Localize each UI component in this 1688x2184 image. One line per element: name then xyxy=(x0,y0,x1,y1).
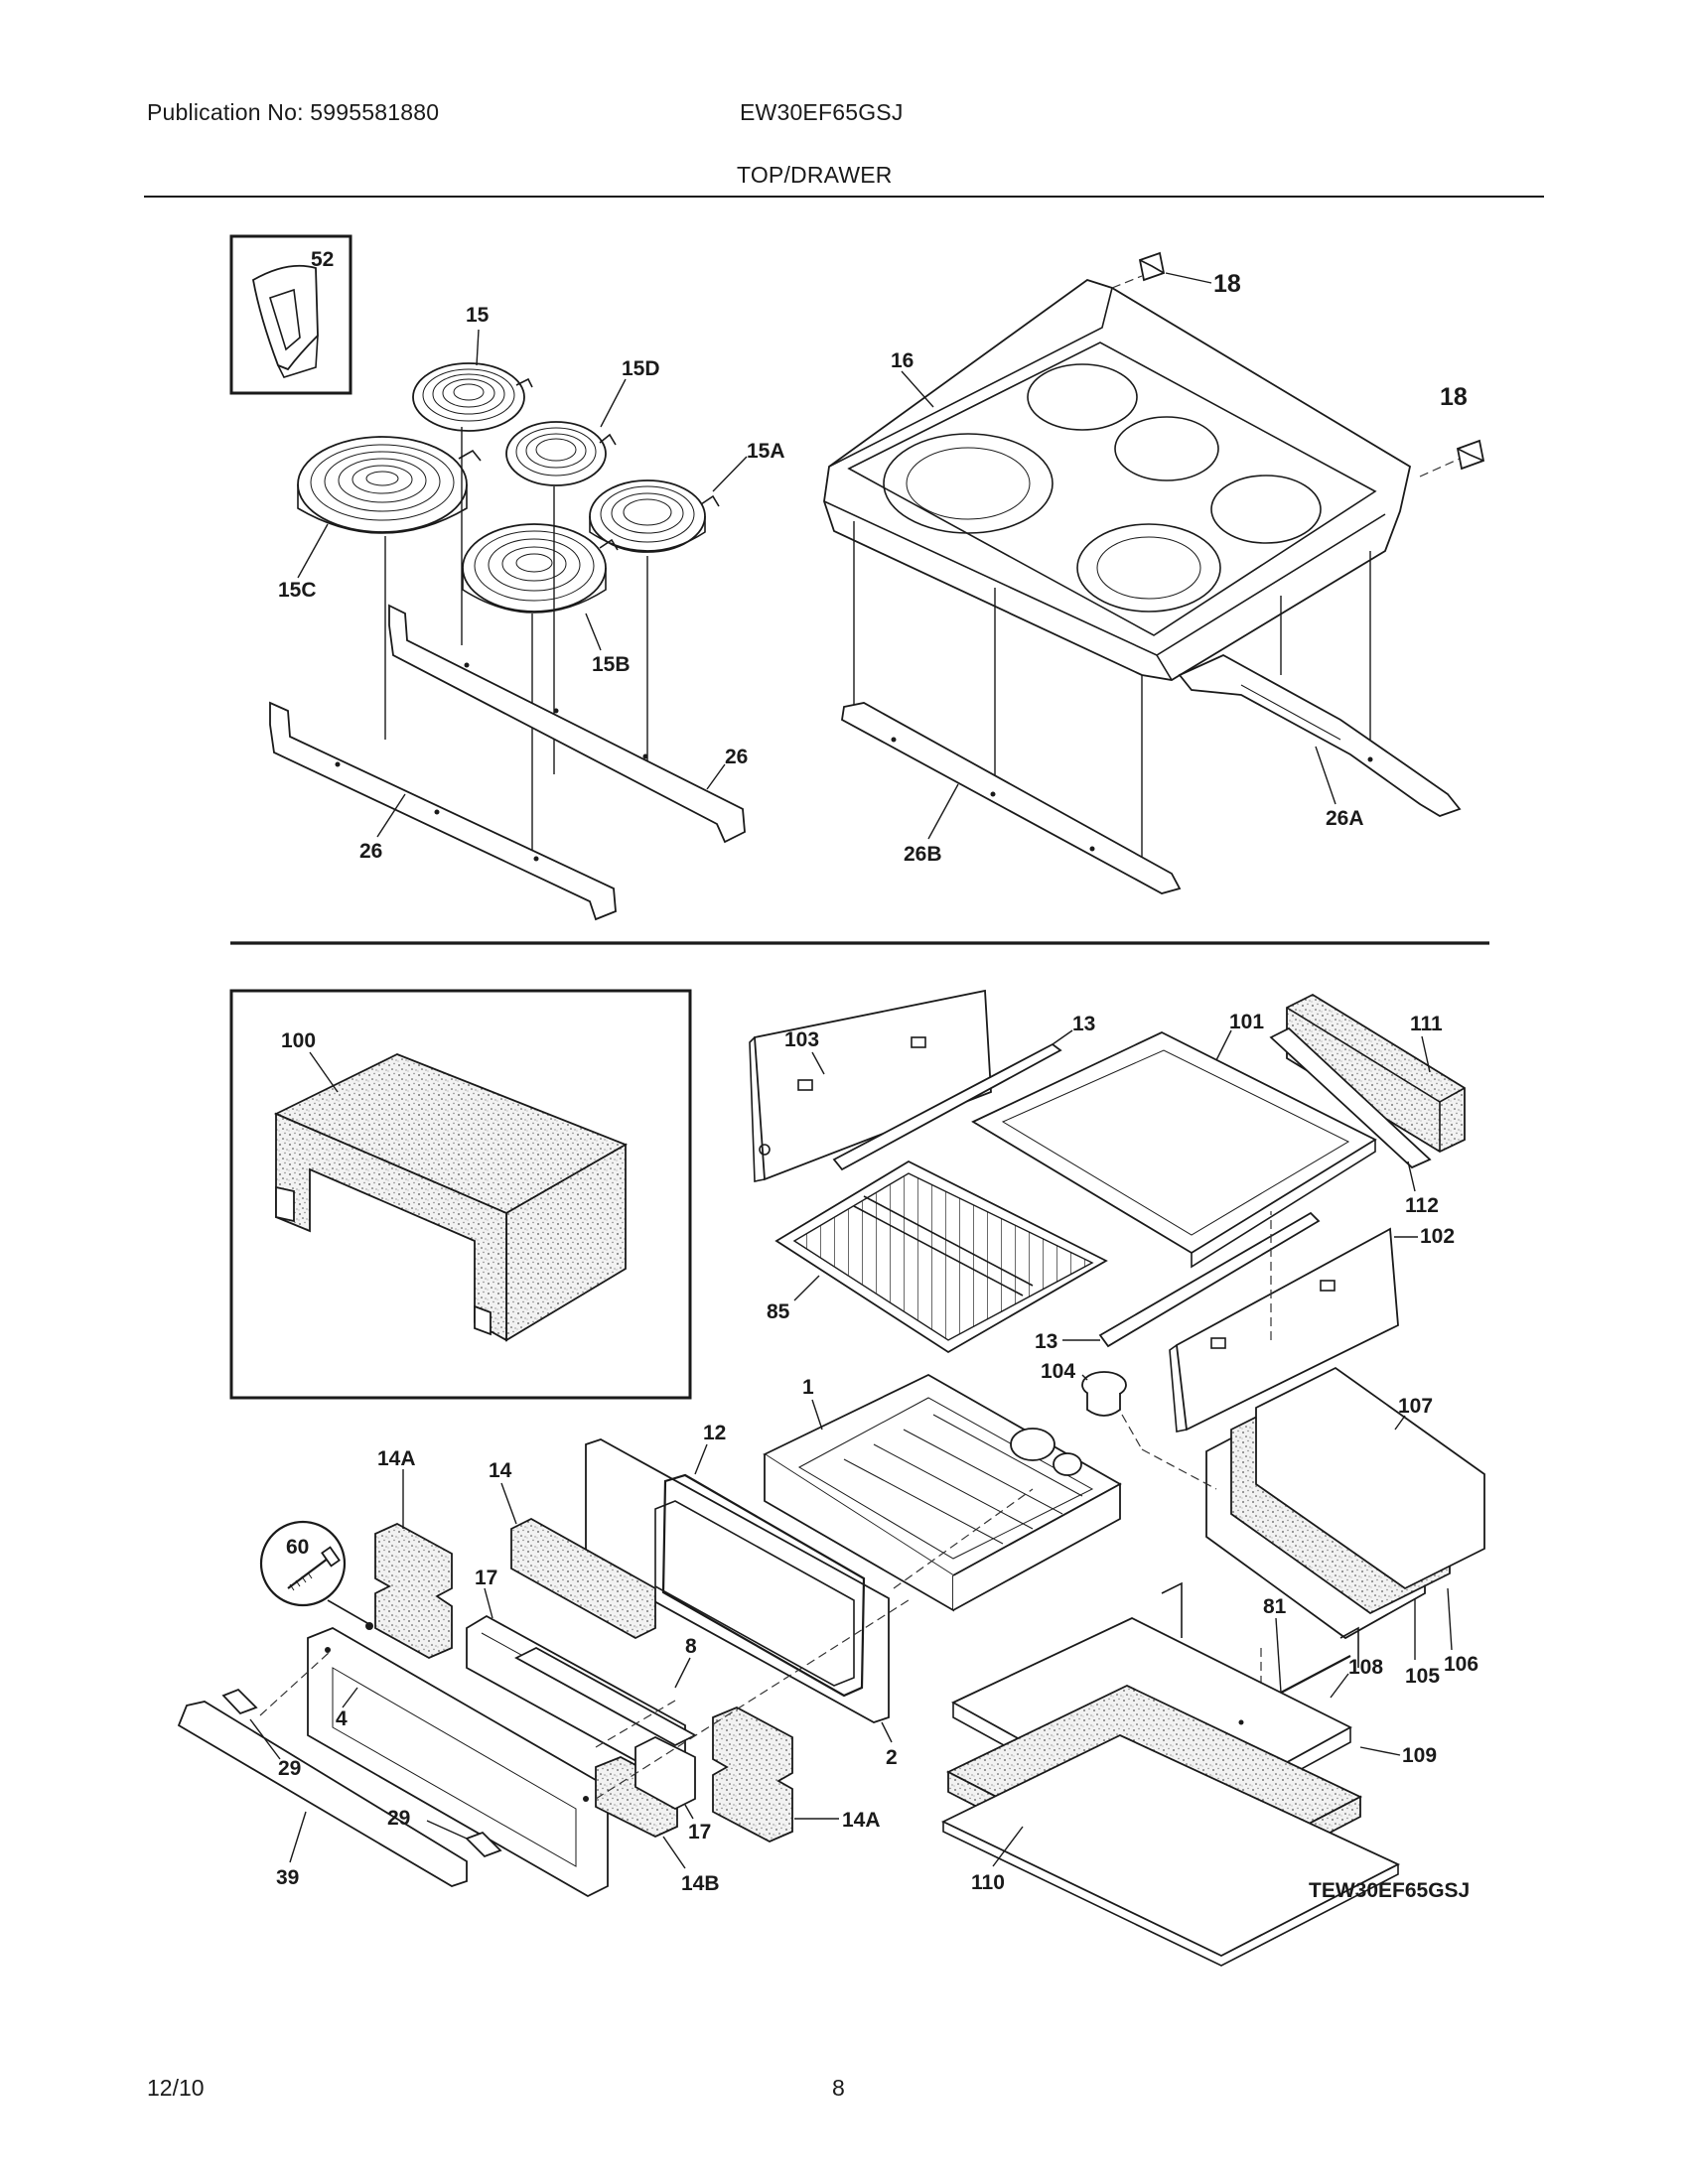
label-14: 14 xyxy=(489,1459,512,1482)
label-26B: 26B xyxy=(904,843,942,866)
label-26-front: 26 xyxy=(359,840,382,863)
maintop-16 xyxy=(823,279,1412,874)
label-108: 108 xyxy=(1348,1656,1383,1679)
bracket-26A xyxy=(1178,653,1462,817)
bracket-26-front xyxy=(269,701,617,921)
label-105: 105 xyxy=(1405,1665,1440,1688)
label-13-lower: 13 xyxy=(1035,1330,1057,1353)
label-14A-rear: 14A xyxy=(377,1447,416,1470)
side-panel-103: 103 xyxy=(749,989,992,1182)
label-100: 100 xyxy=(281,1029,316,1052)
label-16: 16 xyxy=(891,349,914,372)
insulation-14A-front: 14A xyxy=(712,1706,881,1843)
panel-107: 107 xyxy=(1255,1366,1485,1590)
footer-date: 12/10 xyxy=(147,2075,205,2101)
label-15A: 15A xyxy=(747,440,785,463)
side-panel-102: 102 xyxy=(1169,1225,1455,1433)
label-18-rear: 18 xyxy=(1213,270,1241,298)
bottom-panel-110: 110 xyxy=(940,1734,1401,1967)
insulation-14A-rear: 14A xyxy=(374,1447,453,1660)
surface-elements xyxy=(297,362,720,856)
label-101: 101 xyxy=(1229,1011,1264,1033)
label-1: 1 xyxy=(802,1376,814,1399)
insulation-14: 14 xyxy=(489,1459,656,1640)
publication-number: Publication No: 5995581880 xyxy=(147,99,440,125)
label-109: 109 xyxy=(1402,1744,1437,1767)
callout-screw-60: 60 xyxy=(259,1520,373,1630)
label-15: 15 xyxy=(466,304,490,327)
label-111: 111 xyxy=(1410,1013,1443,1035)
inset-knob-52: 52 xyxy=(229,234,352,395)
end-cap-29-left: 29 xyxy=(221,1688,301,1780)
end-cap-29-right: 29 xyxy=(387,1807,502,1858)
insulation-111: 111 xyxy=(1286,993,1466,1154)
page-number: 8 xyxy=(832,2075,845,2101)
label-29-right: 29 xyxy=(387,1807,410,1830)
clip-18-side xyxy=(1419,439,1485,478)
label-110: 110 xyxy=(971,1871,1005,1894)
label-18-side: 18 xyxy=(1440,383,1468,411)
label-14B: 14B xyxy=(681,1872,720,1895)
clip-18-rear xyxy=(1111,251,1166,289)
inset-insulation-100: 100 xyxy=(229,989,692,1400)
label-2: 2 xyxy=(886,1746,898,1769)
drawer-liner-101: 101 xyxy=(971,1011,1377,1269)
model-number: EW30EF65GSJ xyxy=(740,99,904,125)
slide-rail-13-upper: 13 xyxy=(832,1013,1095,1171)
section-title: TOP/DRAWER xyxy=(737,162,893,188)
label-104: 104 xyxy=(1041,1360,1075,1383)
bracket-26-rear xyxy=(388,604,746,844)
label-12: 12 xyxy=(703,1422,726,1444)
label-39: 39 xyxy=(276,1866,299,1889)
label-85: 85 xyxy=(767,1300,790,1323)
label-15C: 15C xyxy=(278,579,317,602)
label-26A: 26A xyxy=(1326,807,1364,830)
slide-rail-13-lower: 13 xyxy=(1035,1211,1321,1353)
label-52: 52 xyxy=(311,248,334,271)
gasket-12: 12 xyxy=(661,1422,866,1698)
label-60: 60 xyxy=(286,1536,309,1559)
label-103: 103 xyxy=(784,1028,819,1051)
label-29-left: 29 xyxy=(278,1757,301,1780)
label-8: 8 xyxy=(685,1635,697,1658)
vent-104: 104 xyxy=(1041,1360,1143,1450)
handle-39: 39 xyxy=(177,1701,468,1889)
label-17-upper: 17 xyxy=(475,1567,497,1589)
label-17-lower: 17 xyxy=(688,1821,711,1843)
label-14A-front: 14A xyxy=(842,1809,881,1832)
label-81: 81 xyxy=(1263,1595,1287,1618)
label-4: 4 xyxy=(336,1707,348,1730)
label-112: 112 xyxy=(1405,1194,1439,1217)
label-26-rear: 26 xyxy=(725,746,748,768)
panel-112: 112 xyxy=(1269,1026,1439,1217)
label-106: 106 xyxy=(1444,1653,1478,1676)
label-15B: 15B xyxy=(592,653,631,676)
bracket-26B xyxy=(841,702,1182,894)
label-13-upper: 13 xyxy=(1072,1013,1095,1035)
label-15D: 15D xyxy=(622,357,660,380)
drawer-front-4: 4 xyxy=(307,1627,609,1898)
label-102: 102 xyxy=(1420,1225,1455,1248)
drawer-pan-1: 1 xyxy=(763,1373,1122,1612)
channel-17-lower: 17 xyxy=(634,1735,711,1843)
diagram-code: TEW30EF65GSJ xyxy=(1309,1879,1470,1902)
rack-85: 85 xyxy=(767,1160,1108,1354)
label-107: 107 xyxy=(1398,1395,1433,1418)
